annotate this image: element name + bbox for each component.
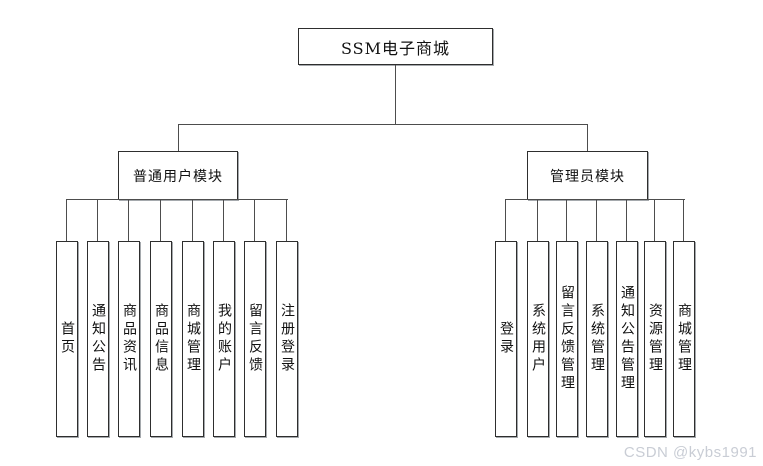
admin-leaf-feedback-management-label: 留言反馈管理 (559, 285, 575, 393)
connector-leaf-drop (596, 199, 597, 241)
connector-leaf-drop (505, 199, 506, 241)
user-leaf-mall-management: 商城管理 (182, 241, 204, 437)
connector-leaf-drop (683, 199, 684, 241)
admin-leaf-system-users: 系统用户 (527, 241, 549, 437)
connector-leaf-drop (192, 199, 193, 241)
user-leaf-feedback: 留言反馈 (244, 241, 266, 437)
user-leaf-product-news-label: 商品资讯 (121, 303, 137, 375)
admin-module-label: 管理员模块 (550, 168, 625, 185)
user-leaf-notice: 通知公告 (87, 241, 109, 437)
admin-leaf-system-management-label: 系统管理 (589, 303, 605, 375)
user-leaf-product-news: 商品资讯 (118, 241, 140, 437)
connector-user-module-drop (178, 124, 179, 151)
admin-module-node: 管理员模块 (527, 151, 648, 200)
root-label: SSM电子商城 (340, 38, 451, 58)
connector-leaf-drop (254, 199, 255, 241)
user-leaf-home: 首页 (56, 241, 78, 437)
admin-leaf-notice-management: 通知公告管理 (616, 241, 638, 437)
user-leaf-home-label: 首页 (59, 321, 75, 357)
admin-leaf-login: 登录 (495, 241, 517, 437)
user-module-node: 普通用户模块 (118, 151, 238, 200)
user-leaf-product-info: 商品信息 (150, 241, 172, 437)
watermark: CSDN @kybs1991 (623, 444, 757, 461)
connector-admin-leaf-rail (505, 199, 685, 200)
admin-leaf-notice-management-label: 通知公告管理 (619, 285, 635, 393)
connector-leaf-drop (286, 199, 287, 241)
admin-leaf-feedback-management: 留言反馈管理 (556, 241, 578, 437)
admin-leaf-system-management: 系统管理 (586, 241, 608, 437)
connector-leaf-drop (97, 199, 98, 241)
connector-leaf-drop (160, 199, 161, 241)
admin-leaf-resource-management: 资源管理 (644, 241, 666, 437)
connector-leaf-drop (128, 199, 129, 241)
admin-leaf-mall-management-label: 商城管理 (676, 303, 692, 375)
user-leaf-product-info-label: 商品信息 (153, 303, 169, 375)
connector-leaf-drop (537, 199, 538, 241)
connector-leaf-drop (626, 199, 627, 241)
user-leaf-notice-label: 通知公告 (90, 303, 106, 375)
connector-leaf-drop (66, 199, 67, 241)
connector-admin-module-drop (587, 124, 588, 151)
admin-leaf-mall-management: 商城管理 (673, 241, 695, 437)
admin-leaf-resource-management-label: 资源管理 (647, 303, 663, 375)
admin-leaf-system-users-label: 系统用户 (530, 303, 546, 375)
root-node: SSM电子商城 (298, 28, 493, 65)
user-leaf-mall-management-label: 商城管理 (185, 303, 201, 375)
admin-leaf-login-label: 登录 (498, 321, 514, 357)
connector-leaf-drop (223, 199, 224, 241)
connector-root-stem (395, 65, 396, 124)
user-leaf-register-login-label: 注册登录 (279, 303, 295, 375)
connector-branch-rail (178, 124, 588, 125)
user-leaf-my-account: 我的账户 (213, 241, 235, 437)
user-module-label: 普通用户模块 (133, 168, 223, 185)
user-leaf-register-login: 注册登录 (276, 241, 298, 437)
connector-user-leaf-rail (66, 199, 288, 200)
connector-leaf-drop (566, 199, 567, 241)
connector-leaf-drop (654, 199, 655, 241)
user-leaf-my-account-label: 我的账户 (216, 303, 232, 375)
user-leaf-feedback-label: 留言反馈 (247, 303, 263, 375)
